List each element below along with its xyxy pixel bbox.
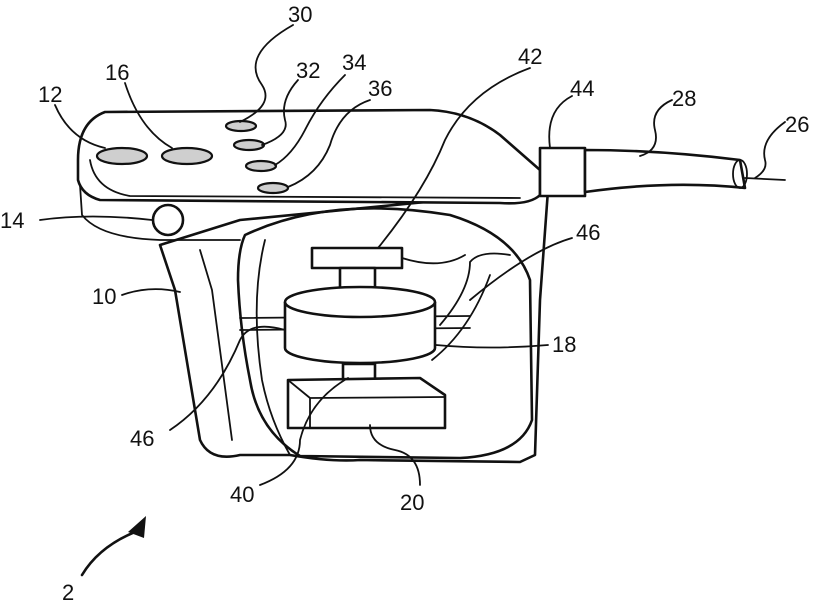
base-block-20 [288,378,445,428]
cable-28 [585,150,745,192]
knob-14 [153,205,183,235]
label-14: 14 [0,208,24,233]
leader-28 [640,100,672,156]
button-36 [258,183,288,193]
label-16: 16 [105,60,129,85]
label-36: 36 [368,76,392,101]
top-plate-42 [312,248,402,268]
label-26: 26 [785,112,809,137]
leader-30 [240,25,293,122]
label-2: 2 [62,580,74,605]
cable-wire-26 [745,178,785,180]
label-42: 42 [518,44,542,69]
label-40: 40 [230,482,254,507]
button-16 [162,148,212,164]
label-20: 20 [400,490,424,515]
button-34 [246,161,276,171]
leader-10 [122,289,180,295]
label-10: 10 [92,284,116,309]
button-12 [97,148,147,164]
label-28: 28 [672,86,696,111]
label-32: 32 [296,58,320,83]
label-18: 18 [552,332,576,357]
label-46-left: 46 [130,426,154,451]
label-30: 30 [288,2,312,27]
leader-14 [40,217,152,221]
label-46-right: 46 [576,220,600,245]
cable-connector-44 [540,148,585,196]
label-34: 34 [342,50,366,75]
label-44: 44 [570,76,594,101]
arrow-2-shaft [82,530,140,575]
leader-26 [755,122,785,178]
label-12: 12 [38,82,62,107]
load-cell-top [285,287,435,317]
button-32 [234,140,264,150]
leader-44 [549,96,572,148]
